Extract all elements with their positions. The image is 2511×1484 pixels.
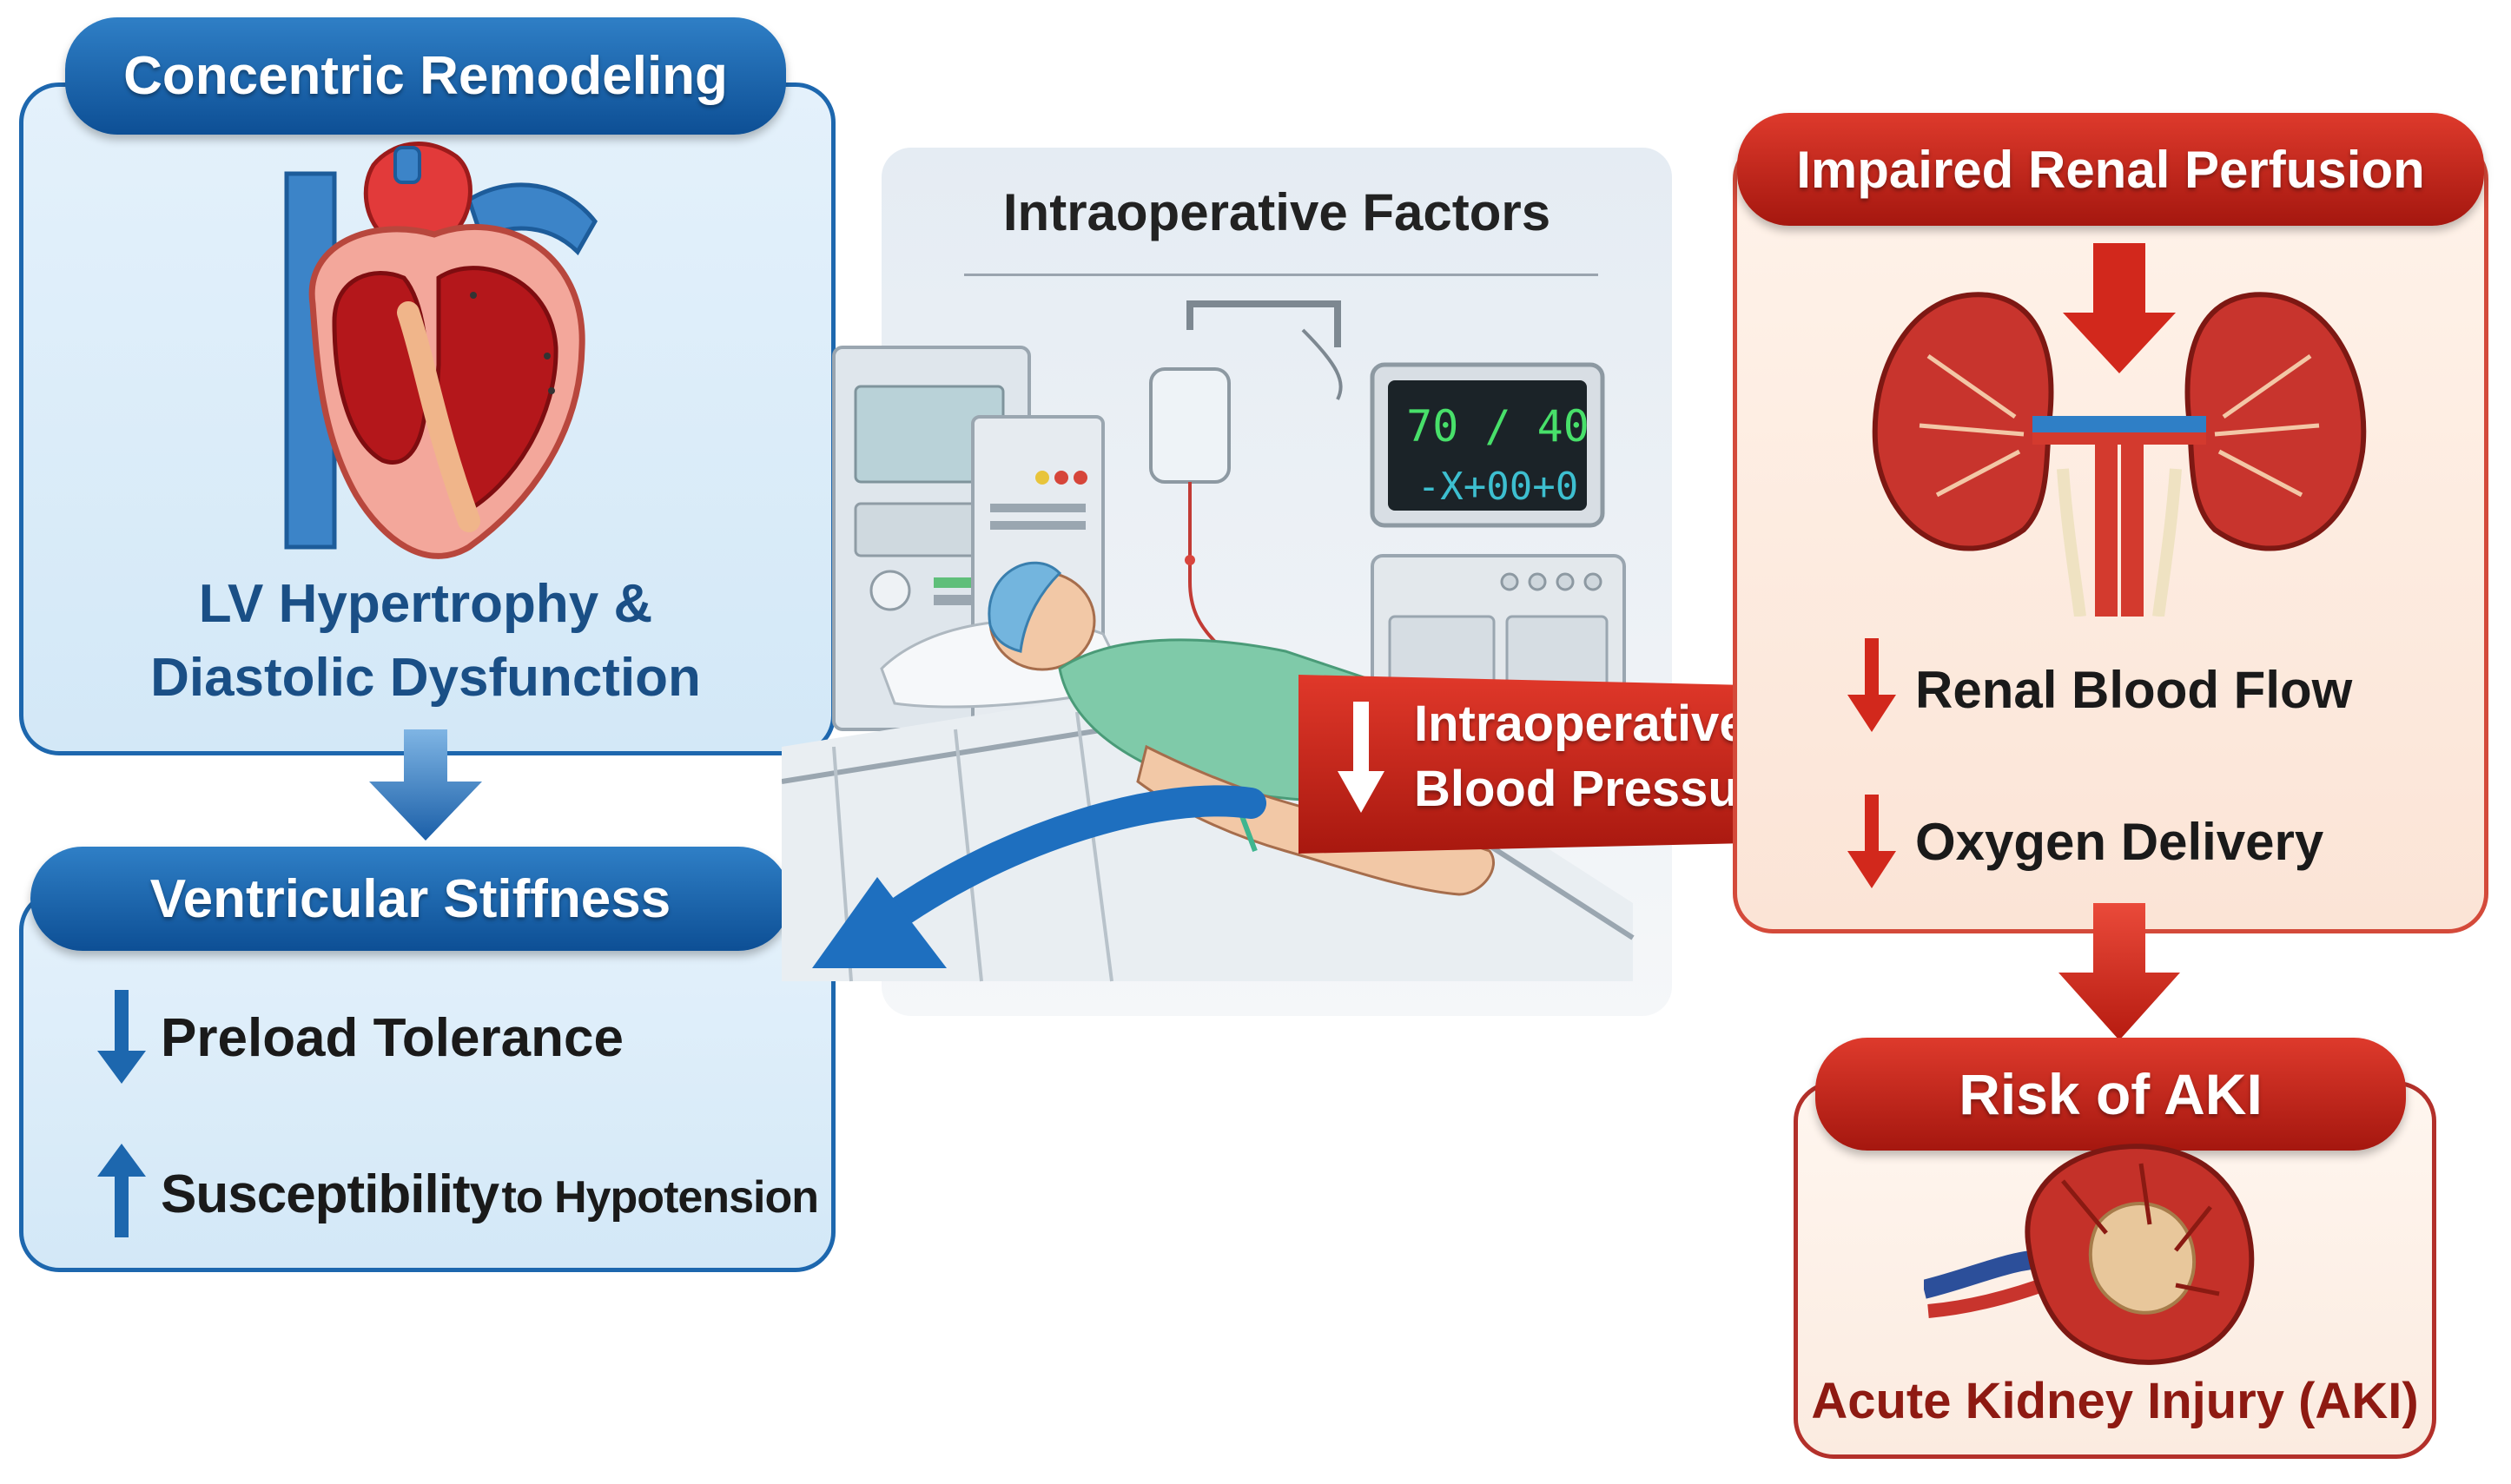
- monitor-waveform: -X+00+0: [1417, 465, 1579, 509]
- acute-kidney-injury-text: Acute Kidney Injury (AKI): [1811, 1373, 2419, 1429]
- operating-room-illustration: [782, 300, 1635, 982]
- bp-down-arrow-icon: [1338, 702, 1384, 813]
- bp-label-line2: Blood Pressure: [1414, 761, 1787, 817]
- oxygen-delivery-text: Oxygen Delivery: [1915, 813, 2324, 871]
- bp-label-line1: Intraoperative-: [1414, 696, 1764, 752]
- susceptibility-main: Susceptibility: [161, 1164, 499, 1224]
- down-arrow-small-icon: [97, 990, 146, 1084]
- injured-kidney-icon: [1924, 1144, 2255, 1365]
- aki-down-arrow-icon: [2058, 903, 2180, 1040]
- kidneys-icon: [1872, 243, 2367, 617]
- ventricular-stiffness-panel: [19, 890, 836, 1272]
- lv-hypertrophy-text: LV Hypertrophy &: [198, 574, 653, 634]
- title-divider: [964, 274, 1598, 276]
- monitor-bp-reading: 70 / 40: [1406, 401, 1589, 452]
- renal-blood-flow-text: Renal Blood Flow: [1915, 661, 2353, 719]
- concentric-remodeling-header: Concentric Remodeling: [65, 17, 786, 135]
- up-arrow-small-icon: [97, 1144, 146, 1237]
- heart-anatomy-icon: [284, 142, 598, 559]
- oxygen-down-arrow-icon: [1847, 795, 1896, 888]
- preload-tolerance-text: Preload Tolerance: [161, 1008, 624, 1068]
- down-arrow-icon: [369, 729, 482, 841]
- curved-arrow-icon: [812, 785, 1266, 968]
- risk-of-aki-header: Risk of AKI: [1815, 1038, 2406, 1151]
- susceptibility-text: Susceptibility to Hypotension: [161, 1164, 819, 1225]
- intraoperative-factors-title: Intraoperative Factors: [1002, 183, 1551, 241]
- susceptibility-small: to Hypotension: [501, 1172, 819, 1223]
- bp-red-arrow-icon: [1298, 675, 1859, 854]
- renal-flow-down-arrow-icon: [1847, 638, 1896, 732]
- ventricular-stiffness-header: Ventricular Stiffness: [30, 847, 790, 951]
- diastolic-dysfunction-text: Diastolic Dysfunction: [150, 648, 701, 708]
- impaired-renal-perfusion-header: Impaired Renal Perfusion: [1737, 113, 2484, 226]
